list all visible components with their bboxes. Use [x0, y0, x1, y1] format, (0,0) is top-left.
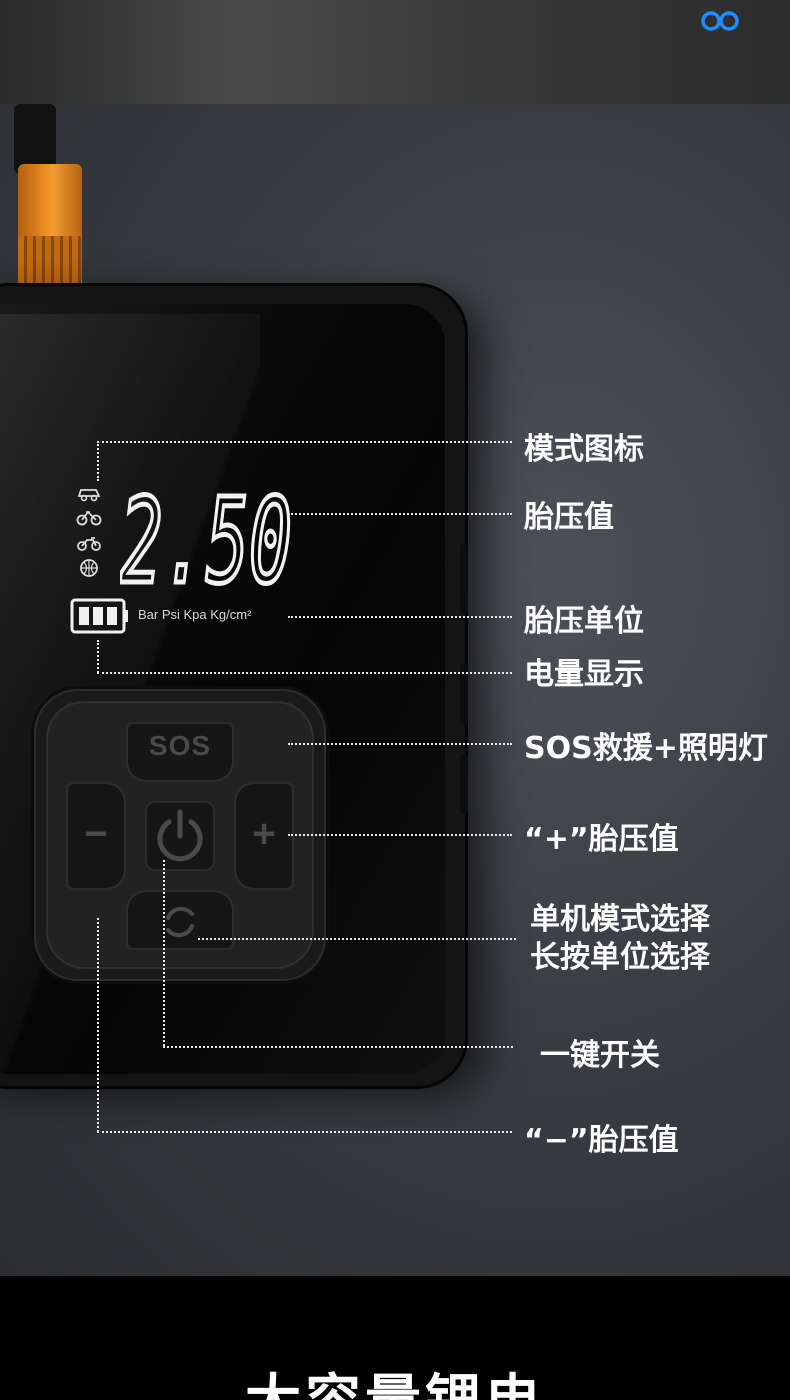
motorcycle-icon	[77, 537, 101, 551]
bicycle-icon	[76, 510, 102, 526]
leader-plus	[288, 834, 512, 836]
callout-mode-select-1: 单机模式选择	[530, 902, 710, 937]
product-scene: 2.50 Bar Psi Kpa Kg/cm² SOS − +	[0, 104, 790, 1276]
battery-icon	[70, 598, 128, 634]
brand-logo-icon	[701, 11, 739, 31]
pressure-value: 2.50	[120, 482, 292, 586]
leader-minus-v	[97, 918, 99, 1132]
pressure-units: Bar Psi Kpa Kg/cm²	[138, 607, 252, 622]
leader-power-h	[163, 1046, 513, 1048]
sos-label: SOS	[148, 730, 212, 761]
leader-pressure-value	[288, 513, 512, 515]
nozzle-grip	[18, 236, 82, 290]
leader-power-v	[163, 860, 165, 1046]
plus-button[interactable]	[234, 782, 294, 890]
callout-battery: 电量显示	[524, 657, 644, 692]
mode-button[interactable]	[126, 890, 234, 950]
minus-button[interactable]	[66, 782, 126, 890]
leader-mode-icon-v	[97, 441, 99, 481]
car-icon	[77, 489, 101, 502]
plus-label: +	[252, 812, 276, 856]
sos-light-button[interactable]	[126, 722, 234, 782]
side-grip-1	[460, 544, 468, 614]
leader-battery-v	[97, 640, 99, 673]
callout-plus: “+”胎压值	[524, 822, 679, 857]
callout-minus: “−”胎压值	[524, 1123, 679, 1158]
callout-power: 一键开关	[540, 1038, 660, 1073]
footer-band	[0, 1276, 790, 1400]
pressure-display: 2.50	[120, 482, 295, 586]
leader-battery-h	[97, 672, 512, 674]
ball-icon	[80, 559, 98, 577]
minus-label: −	[84, 812, 108, 856]
leader-minus-h	[97, 1131, 512, 1133]
leader-mode-select	[198, 938, 516, 940]
footer-title: 大容量锂电	[0, 1356, 790, 1400]
callout-pressure-unit: 胎压单位	[524, 604, 644, 639]
leader-mode-icon-h	[97, 441, 512, 443]
top-banner	[0, 0, 790, 104]
power-icon	[157, 809, 203, 862]
callout-mode-icon: 模式图标	[524, 432, 644, 467]
mode-cycle-icon	[166, 906, 194, 938]
air-hose	[14, 104, 56, 174]
leader-pressure-unit	[288, 616, 512, 618]
callout-mode-select-2: 长按单位选择	[530, 940, 710, 975]
leader-sos	[288, 743, 512, 745]
side-grip-3	[460, 754, 468, 814]
side-grip-2	[460, 664, 468, 724]
callout-pressure-value: 胎压值	[524, 500, 614, 535]
callout-sos: SOS救援+照明灯	[524, 731, 768, 766]
